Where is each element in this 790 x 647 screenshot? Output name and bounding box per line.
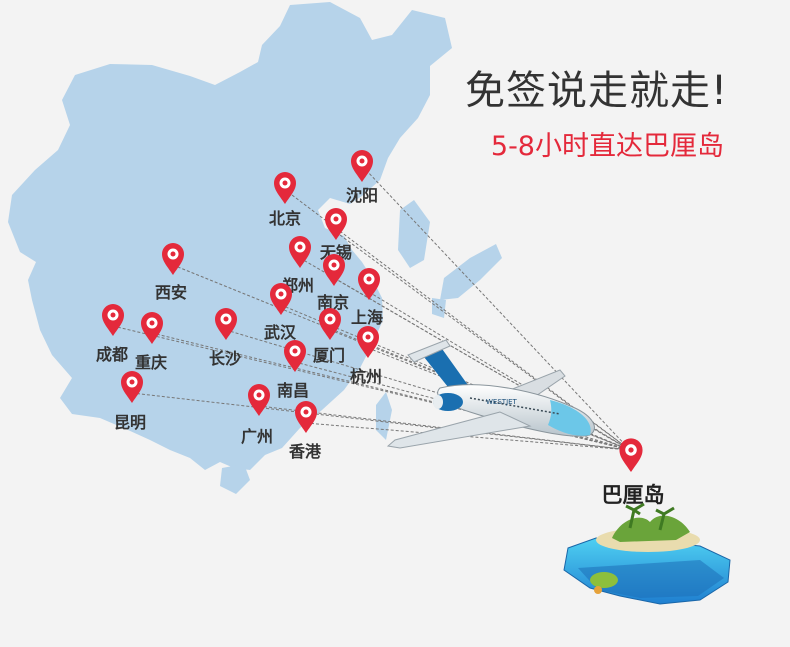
destination-bali: 巴厘岛: [602, 438, 665, 507]
island-illustration: [563, 502, 731, 605]
city-hongkong: 香港: [288, 401, 322, 461]
city-nanjing: 南京: [317, 254, 349, 312]
city-label: 北京: [269, 209, 301, 228]
city-label: 成都: [96, 345, 128, 364]
destination-pin-icon: [619, 438, 643, 472]
japan-land-south: [432, 298, 446, 318]
route-chengdu: [112, 325, 631, 451]
city-xian: 西安: [155, 243, 187, 302]
city-chengdu: 成都: [96, 304, 128, 364]
city-label: 南京: [317, 293, 349, 312]
city-shanghai: 上海: [351, 268, 383, 327]
city-guangzhou: 广州: [241, 384, 273, 446]
city-nanchang: 南昌: [277, 340, 309, 400]
route-shanghai: [368, 291, 631, 451]
city-chongqing: 重庆: [135, 312, 167, 372]
city-label: 西安: [155, 283, 187, 302]
hainan-land: [220, 464, 250, 494]
city-label: 厦门: [313, 346, 345, 365]
city-xiamen: 厦门: [313, 308, 345, 365]
city-label: 上海: [351, 308, 383, 327]
city-hangzhou: 杭州: [350, 326, 382, 386]
airplane-illustration: WESTJET: [386, 339, 595, 449]
city-kunming: 昆明: [114, 371, 146, 432]
japan-land: [440, 244, 502, 300]
city-label: 武汉: [264, 323, 297, 342]
route-nanchang: [294, 361, 631, 451]
city-changsha: 长沙: [209, 308, 241, 368]
page-subtitle: 5-8小时直达巴厘岛: [490, 131, 724, 162]
airplane-livery: WESTJET: [486, 398, 518, 406]
route-wuhan: [280, 304, 631, 451]
page-title: 免签说走就走!: [464, 68, 728, 114]
city-label: 重庆: [135, 353, 167, 372]
city-beijing: 北京: [269, 172, 301, 228]
korea-land: [398, 200, 430, 268]
route-shenyang: [365, 169, 631, 451]
city-shenyang: 沈阳: [346, 150, 378, 205]
city-label: 杭州: [350, 367, 382, 386]
city-label: 昆明: [114, 413, 146, 432]
city-label: 南昌: [277, 381, 309, 400]
china-land: [8, 2, 452, 470]
city-wuhan: 武汉: [264, 283, 297, 342]
taiwan-land: [376, 392, 392, 440]
city-label: 香港: [288, 442, 322, 461]
city-label: 沈阳: [346, 186, 378, 205]
city-label: 广州: [241, 427, 273, 446]
city-label: 长沙: [209, 349, 241, 368]
destination-label: 巴厘岛: [602, 483, 665, 507]
